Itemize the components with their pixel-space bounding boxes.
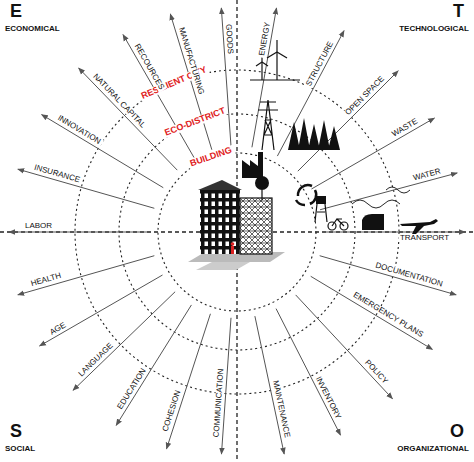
quadrant-letter: T (453, 2, 464, 20)
scale-label: ECO-DISTRICT (161, 105, 228, 138)
district-circle (119, 114, 355, 350)
spoke-label: INNOVATION (55, 113, 104, 147)
spoke-label: TRANSPORT (398, 234, 451, 242)
spoke-label: MAINTENANCE (270, 377, 291, 440)
illustration-part (288, 118, 340, 150)
spoke-arrow (73, 292, 175, 391)
illustration-part (352, 200, 400, 208)
illustration-part (362, 214, 384, 230)
building-circle (158, 153, 316, 311)
spoke-label: LANGUAGE (76, 340, 116, 379)
forest (288, 118, 340, 150)
ground-shadow (196, 262, 250, 270)
spoke-label: AGE (47, 320, 69, 337)
illustration-part (261, 62, 262, 80)
pylon (258, 100, 278, 150)
building-block (200, 190, 240, 254)
spoke-label: EDUCATION (115, 365, 149, 412)
spoke-label: DOCUMENTATION (373, 261, 446, 289)
spoke-arrow (323, 232, 465, 233)
quadrant-letter: O (450, 422, 464, 440)
quadrant-name: ECONOMICAL (5, 25, 60, 33)
illustration-part (296, 200, 305, 205)
bicycle (328, 219, 348, 230)
quadrant-letter: E (10, 2, 22, 20)
spoke-arrow (277, 31, 344, 156)
quadrant-name: TECHNOLOGICAL (399, 25, 469, 33)
tree (255, 176, 269, 200)
water-sketch (352, 187, 410, 208)
spoke-arrow (40, 275, 163, 346)
spoke-arrow (167, 314, 211, 449)
building-lattice (240, 198, 272, 254)
spoke-label: OPEN SPACE (342, 73, 387, 118)
spoke-arrow (320, 173, 457, 210)
building-lattice-pattern (240, 198, 272, 254)
illustration-part (276, 52, 277, 80)
spoke-arrow (252, 8, 277, 147)
spoke-arrow (18, 256, 154, 295)
illustration-part (276, 40, 277, 52)
spoke-arrow (320, 256, 456, 295)
icons (242, 40, 438, 234)
illustration-part (242, 152, 263, 178)
illustration-part (255, 176, 269, 190)
recycle-symbol (296, 185, 316, 205)
person (231, 246, 234, 254)
factory (242, 152, 263, 178)
spoke-label: COHESION (161, 388, 183, 435)
illustration-part (262, 62, 268, 66)
spoke-label: RECOURCES (132, 42, 166, 94)
illustration-part (400, 219, 438, 234)
illustration-part (315, 204, 327, 222)
illustration-part (277, 52, 287, 58)
roof (198, 180, 242, 190)
illustration-part (316, 196, 326, 204)
spoke-label: INVENTORY (313, 373, 343, 422)
water-tower (315, 196, 327, 222)
quadrant-letter: S (10, 422, 22, 440)
spoke-label: MANUFACTURING (176, 25, 205, 98)
spoke-label: GOODS (224, 21, 234, 55)
illustration-part (332, 219, 344, 226)
illustration-part (258, 100, 278, 150)
spoke-arrow (18, 169, 154, 208)
spoke-arrow (123, 35, 194, 158)
spoke-label: ENERGY (258, 20, 272, 59)
quadrant-name: ORGANIZATIONAL (397, 445, 469, 453)
illustration-part (386, 187, 410, 193)
illustration-part (256, 62, 262, 66)
spoke-label: LABOR (23, 222, 54, 230)
illustration-part (310, 190, 316, 204)
wind-turbine (250, 40, 300, 80)
airplane (400, 219, 438, 234)
spoke-label: INSURANCE (32, 163, 83, 185)
spoke-label: EMERGENCY PLANS (350, 290, 426, 340)
spoke-label: POLICY (362, 357, 391, 387)
spoke-label: STRUCTURE (304, 38, 336, 89)
illustration-part (250, 79, 300, 80)
building-illustration (188, 180, 285, 270)
illustration-part (298, 185, 312, 196)
spoke-arrow (9, 232, 151, 233)
building-windows (200, 190, 240, 254)
train (362, 214, 384, 230)
illustration-part (267, 52, 277, 58)
spoke-arrow (311, 276, 433, 349)
quadrant-name: SOCIAL (5, 445, 35, 453)
person-head (231, 242, 235, 246)
illustration-part (261, 190, 262, 200)
spokes (9, 8, 465, 454)
spoke-label: WATER (410, 167, 443, 183)
